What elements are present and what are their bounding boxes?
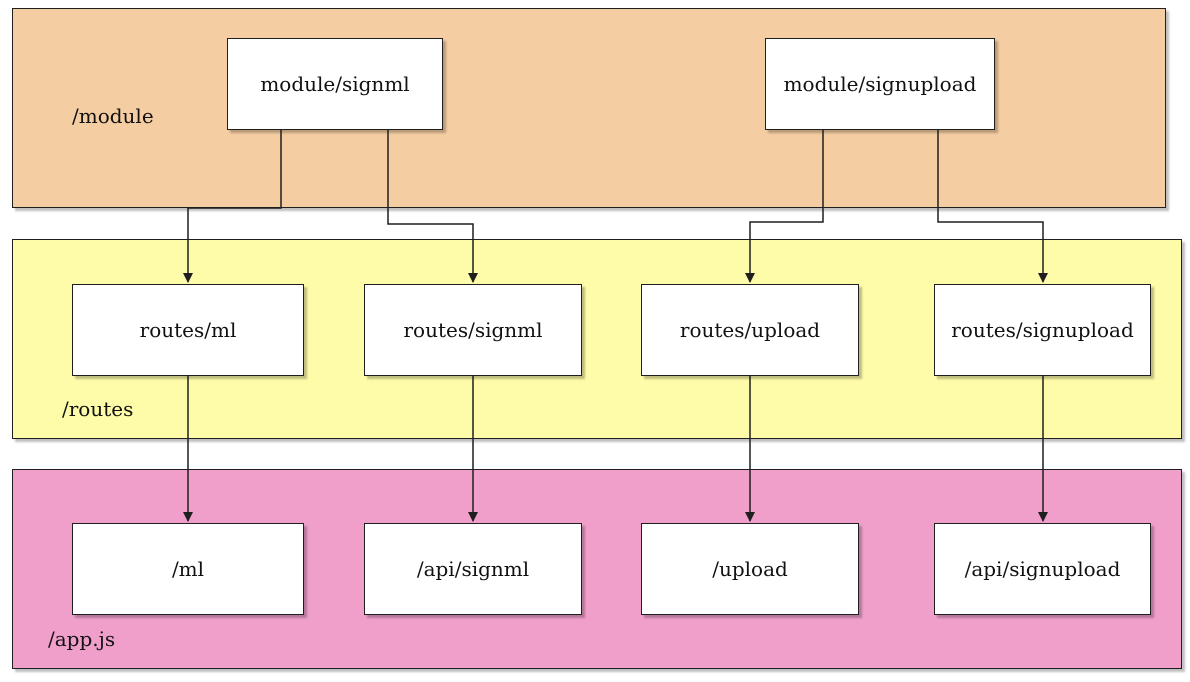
module-layer-label: /module: [72, 104, 154, 128]
app-api-signupload-box[interactable]: /api/signupload: [934, 523, 1151, 615]
app-upload-box[interactable]: /upload: [641, 523, 859, 615]
routes-ml-box[interactable]: routes/ml: [72, 284, 304, 376]
module-signupload-box[interactable]: module/signupload: [765, 38, 995, 130]
routes-signupload-box[interactable]: routes/signupload: [934, 284, 1151, 376]
app-layer-label: /app.js: [48, 627, 116, 651]
module-signml-box[interactable]: module/signml: [227, 38, 443, 130]
app-api-signml-box[interactable]: /api/signml: [364, 523, 582, 615]
app-ml-box[interactable]: /ml: [72, 523, 304, 615]
routes-upload-box[interactable]: routes/upload: [641, 284, 859, 376]
routes-signml-box[interactable]: routes/signml: [364, 284, 582, 376]
routes-layer-label: /routes: [62, 397, 134, 421]
